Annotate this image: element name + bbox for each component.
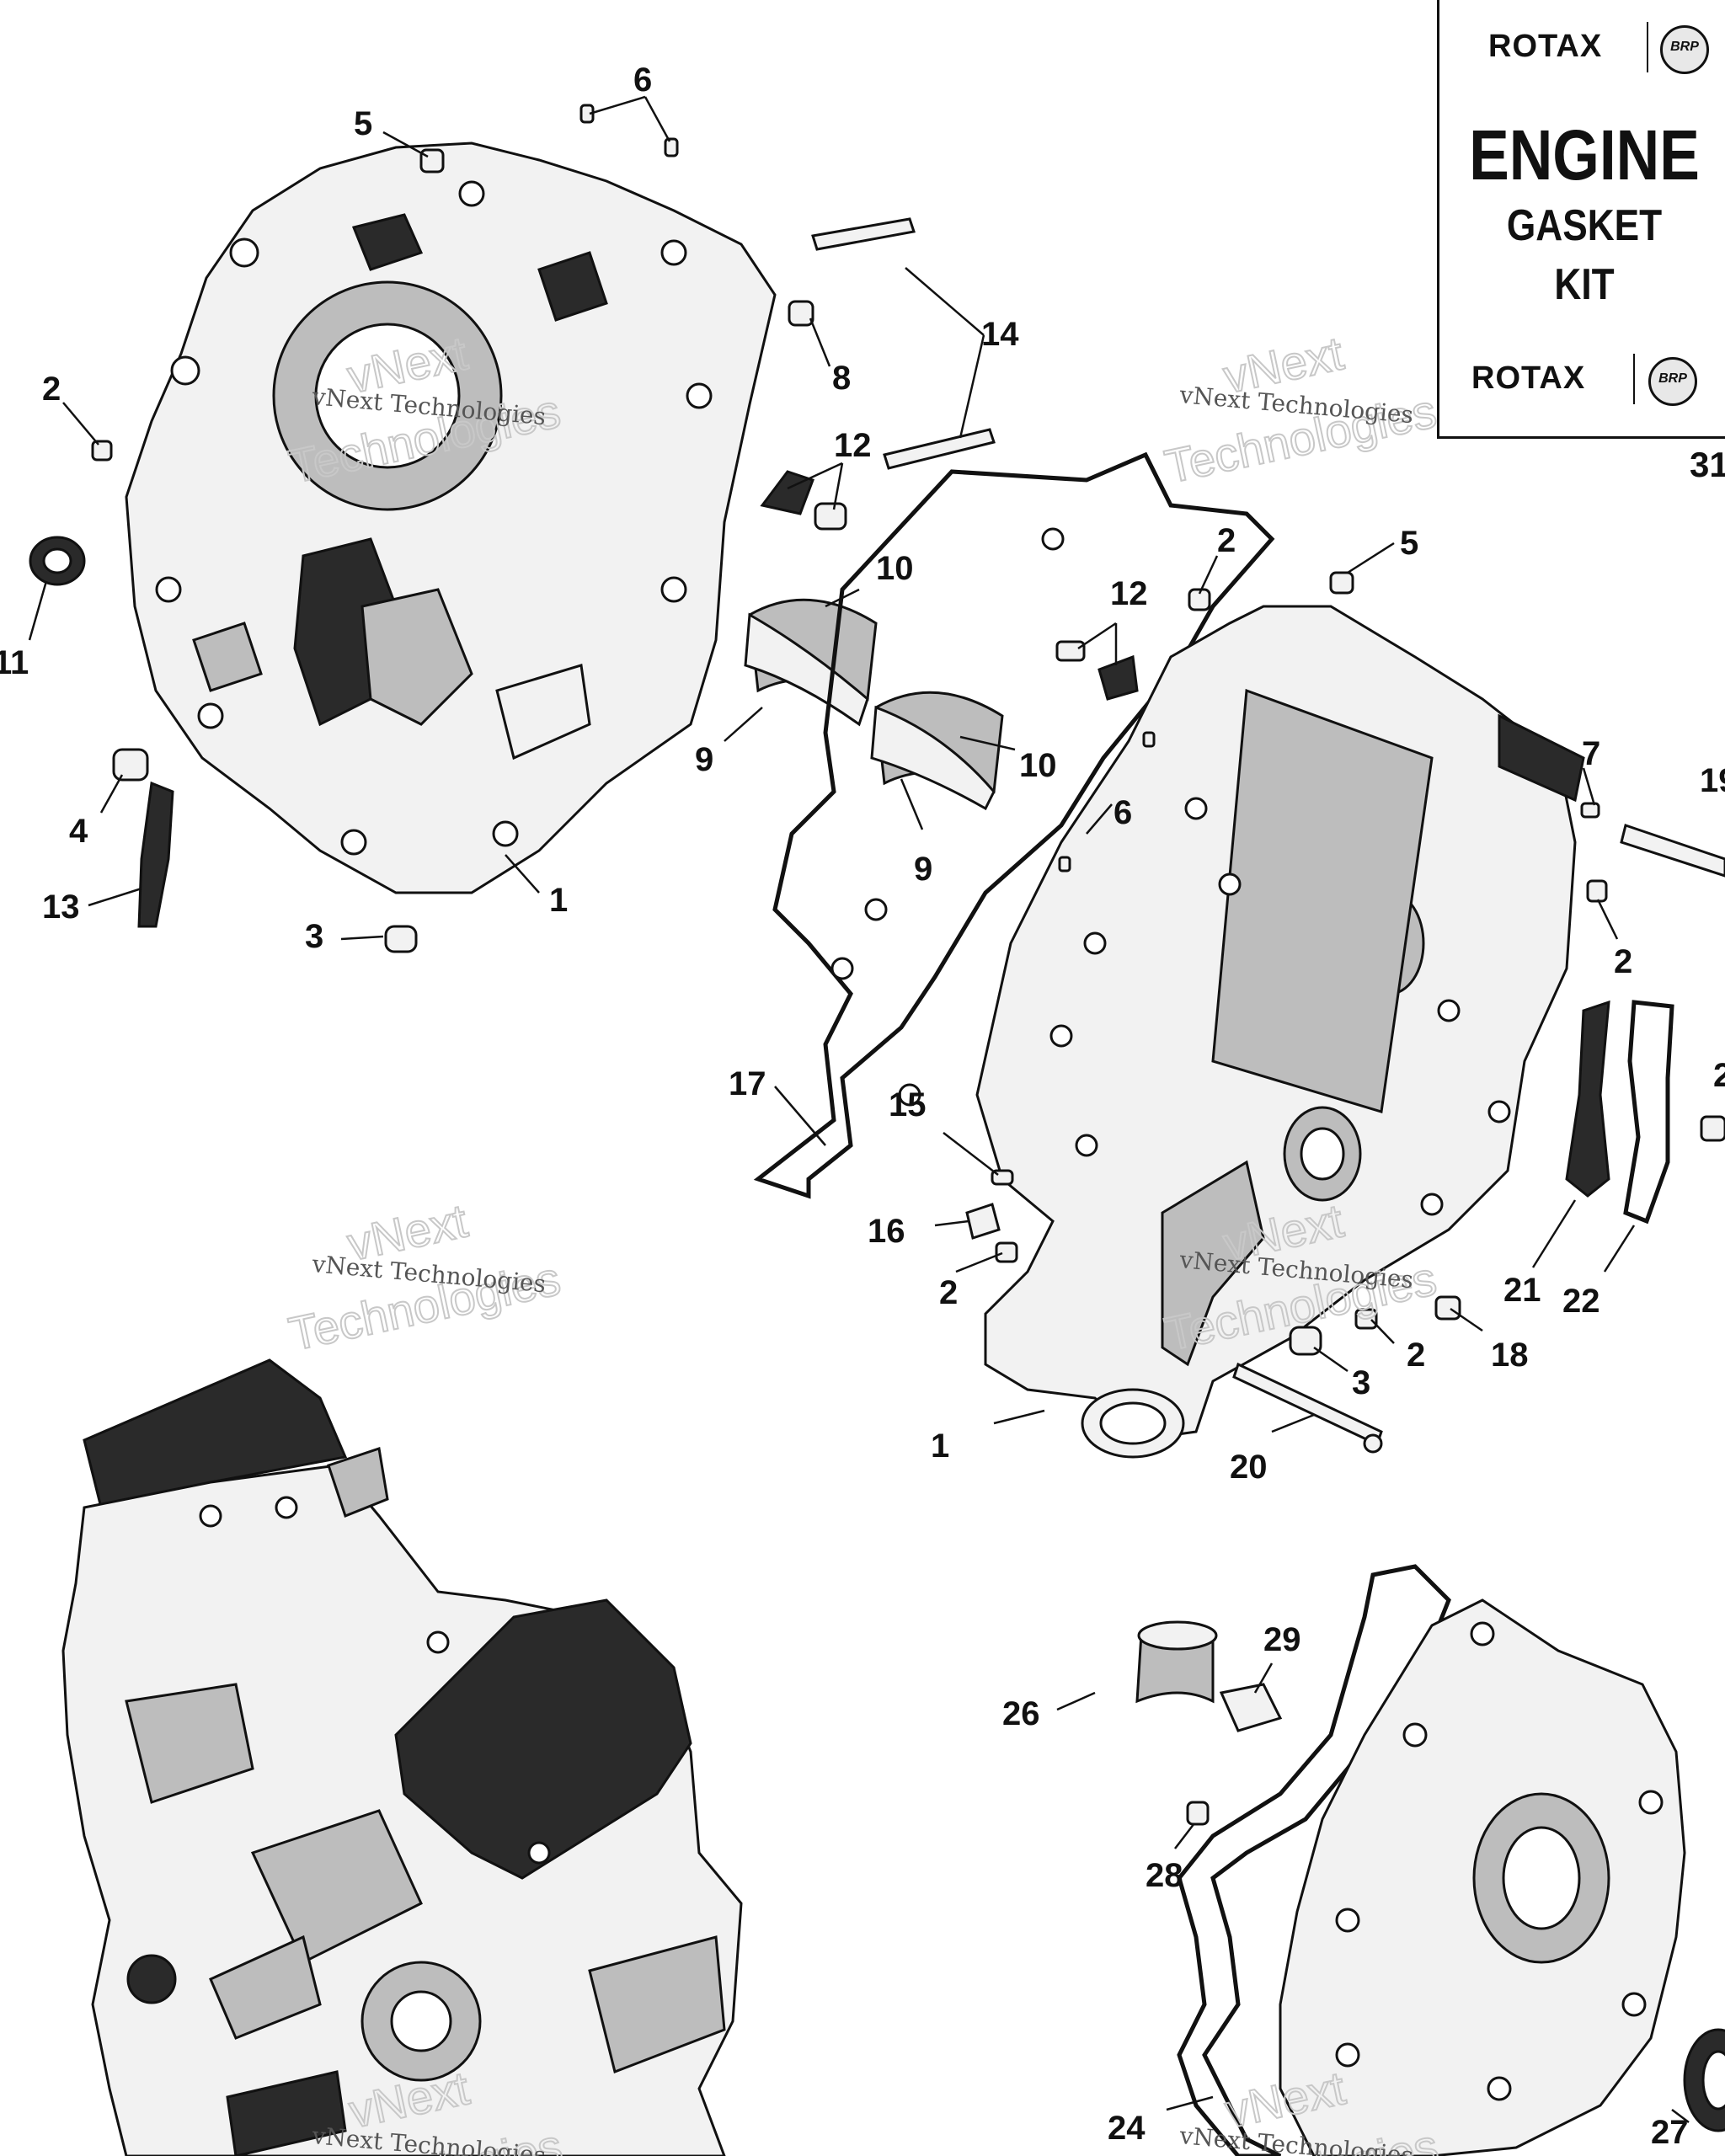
bushing-3a <box>384 925 418 953</box>
callout-2: 2 <box>42 371 61 408</box>
callout-1: 1 <box>931 1428 949 1465</box>
callout-14: 14 <box>981 316 1019 353</box>
callout-3: 3 <box>1352 1364 1370 1401</box>
rotax-logo-text: ROTAX <box>1471 360 1586 396</box>
callout-21: 21 <box>1503 1272 1541 1309</box>
screw-12a <box>814 502 847 531</box>
rotax-logo-text: ROTAX <box>1488 29 1603 64</box>
callout-15: 15 <box>889 1086 927 1123</box>
dowel-7 <box>1580 802 1600 819</box>
rotax-brand-bottom: ROTAX BRP <box>1439 344 1725 419</box>
pin-6b <box>664 137 679 157</box>
callout-12: 12 <box>1110 575 1148 612</box>
callout-16: 16 <box>868 1213 905 1250</box>
dowel-2f <box>1700 1115 1725 1142</box>
bearing-halves <box>744 598 1004 811</box>
gasket-21 <box>1565 1000 1610 1198</box>
stud-19 <box>1620 824 1725 878</box>
rotax-brand-top: ROTAX BRP <box>1439 12 1725 88</box>
screw-12b <box>1055 640 1086 662</box>
callout-11: 11 <box>0 644 29 681</box>
callout-9: 9 <box>695 741 713 778</box>
pin-6c <box>1142 731 1156 748</box>
gasket-22 <box>1623 1000 1674 1225</box>
dowel-28 <box>1186 1801 1210 1826</box>
crankcase-right-half <box>975 605 1585 1459</box>
bolt-18 <box>1434 1295 1461 1321</box>
callout-29: 29 <box>1263 1621 1301 1658</box>
dowel-8 <box>788 300 814 327</box>
clip-12b <box>1097 654 1139 701</box>
kit-title: ENGINE <box>1469 115 1700 195</box>
dowel-5a <box>419 148 445 173</box>
stud-14a <box>811 217 916 251</box>
kit-subtitle-kit: KIT <box>1554 260 1615 309</box>
dowel-2a <box>91 440 113 462</box>
callout-22: 22 <box>1562 1283 1600 1320</box>
callout-27: 27 <box>1651 2114 1689 2151</box>
brand-divider <box>1647 22 1648 72</box>
stud-14b <box>883 428 996 470</box>
callout-2: 2 <box>1217 522 1236 559</box>
callout-6: 6 <box>1114 794 1132 831</box>
crankcase-left-half <box>125 141 777 894</box>
callout-3: 3 <box>305 918 323 955</box>
leader-lines <box>28 95 1690 2123</box>
callout-20: 20 <box>1230 1449 1268 1486</box>
crankcase-gasket-17 <box>753 451 1275 1199</box>
callout-2: 2 <box>939 1274 958 1311</box>
brand-divider <box>1633 354 1635 404</box>
page-reference-number: 31 <box>1690 445 1725 484</box>
callout-5: 5 <box>1400 525 1418 562</box>
callout-2: 2 <box>1713 1057 1725 1094</box>
callout-4: 4 <box>69 813 88 850</box>
callout-2: 2 <box>1614 943 1632 980</box>
callout-26: 26 <box>1002 1695 1040 1732</box>
callout-12: 12 <box>834 427 872 464</box>
callout-2: 2 <box>1407 1337 1425 1374</box>
dowel-2e <box>1354 1308 1378 1330</box>
callout-1: 1 <box>549 882 568 919</box>
callout-18: 18 <box>1491 1337 1529 1374</box>
dowel-5b <box>1329 571 1354 595</box>
callout-10: 10 <box>1019 747 1057 784</box>
callout-9: 9 <box>914 851 932 888</box>
brp-logo-icon: BRP <box>1648 357 1697 406</box>
hose-13 <box>137 781 174 928</box>
dowel-2d <box>995 1241 1018 1263</box>
crankcase-cover-group <box>1135 1564 1725 2156</box>
callout-17: 17 <box>729 1065 766 1102</box>
small-parts-right <box>965 571 1725 1454</box>
screw-16 <box>965 1203 1001 1240</box>
pin-6d <box>1058 856 1071 873</box>
callout-7: 7 <box>1582 735 1600 772</box>
callout-5: 5 <box>354 105 372 142</box>
dowel-2b <box>1188 588 1211 611</box>
callout-24: 24 <box>1108 2110 1146 2147</box>
screw-29 <box>1219 1683 1283 1732</box>
clip-12a <box>760 470 814 515</box>
dowel-2c <box>1586 879 1608 903</box>
callout-6: 6 <box>633 61 652 99</box>
kit-subtitle-gasket: GASKET <box>1506 201 1663 250</box>
callout-labels: 5 6 2 11 4 13 3 1 14 8 12 10 9 9 10 2 5 … <box>0 61 1725 2151</box>
callout-10: 10 <box>876 550 914 587</box>
bushing-3b <box>1289 1326 1322 1356</box>
bushing-4 <box>112 748 149 782</box>
brp-logo-icon: BRP <box>1660 25 1709 74</box>
callout-8: 8 <box>832 360 851 397</box>
callout-28: 28 <box>1146 1857 1183 1894</box>
gasket-kit-label: ROTAX BRP ENGINE GASKET KIT ROTAX BRP <box>1437 0 1725 439</box>
callout-19: 19 <box>1700 762 1725 799</box>
assembled-engine-view <box>61 1358 743 2156</box>
callout-13: 13 <box>42 889 80 926</box>
